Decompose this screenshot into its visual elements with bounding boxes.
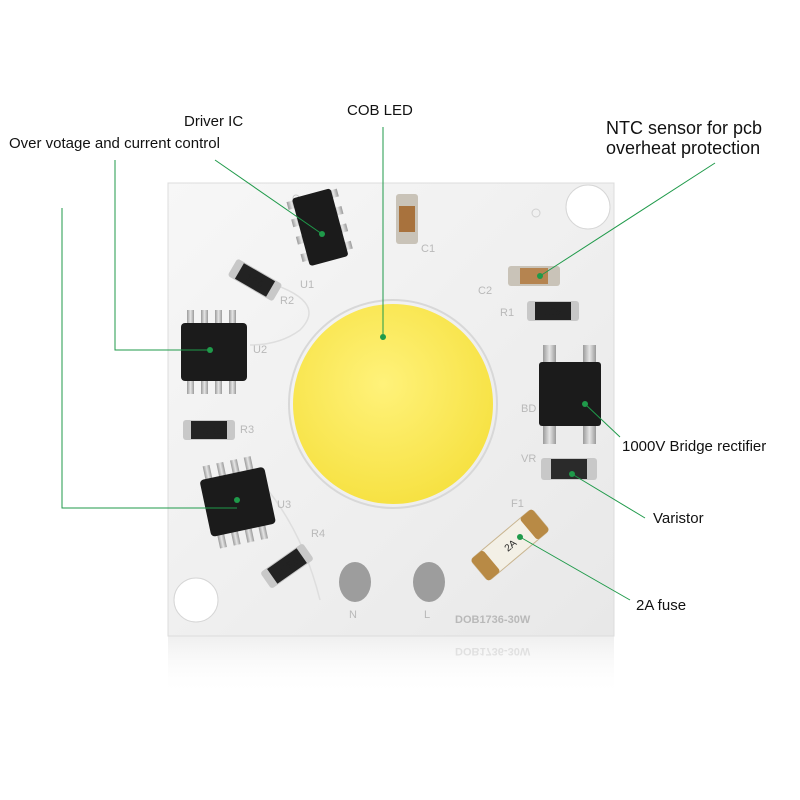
fuse-f1: 2A [471, 509, 549, 581]
silk-u1: U1 [300, 279, 314, 291]
silk-r2: R2 [280, 295, 294, 307]
label-bridge: 1000V Bridge rectifier [622, 438, 767, 455]
silk-r3: R3 [240, 424, 254, 436]
label-ntc-line1: NTC sensor for pcb [606, 118, 763, 138]
fiducial-dot-2 [531, 208, 541, 218]
leader-dots [207, 231, 588, 540]
led-ring [288, 299, 498, 509]
board-reflection [168, 636, 614, 696]
leader-bridge [584, 403, 621, 438]
silk-bd: BD [521, 403, 536, 415]
leader-driver-ic [214, 159, 323, 235]
silk-model-reflection: DOB1736-30W [455, 645, 531, 657]
silk-u3: U3 [277, 499, 291, 511]
leader-fuse [519, 536, 631, 601]
r3-code: 1OR0 [196, 426, 223, 437]
capacitor-c1 [396, 194, 418, 244]
leader-u3 [61, 208, 237, 509]
silkscreen-outline [249, 279, 310, 346]
resistor-r3: 1OR0 [183, 420, 235, 440]
varistor-vr [541, 458, 597, 480]
label-driver-ic: Driver IC [184, 113, 244, 130]
leader-u2 [114, 160, 210, 351]
label-varistor: Varistor [653, 510, 704, 527]
bridge-rectifier-bd [539, 345, 601, 444]
silk-model: DOB1736-30W [455, 614, 531, 626]
r1-code: 105 [545, 307, 562, 318]
silk-r4: R4 [311, 528, 325, 540]
leader-lines [61, 127, 716, 601]
silk-c2: C2 [478, 285, 492, 297]
mounting-hole-top-right [565, 184, 611, 230]
leader-ntc [539, 162, 716, 277]
resistor-r2: 1R0 [228, 259, 282, 301]
ntc-sensor-c2 [508, 266, 560, 286]
silk-n: N [349, 609, 357, 621]
silk-r1: R1 [500, 307, 514, 319]
label-cob-led: COB LED [347, 102, 413, 119]
ic-u2 [181, 310, 247, 394]
label-fuse: 2A fuse [636, 597, 687, 614]
mounting-hole-bottom-left [173, 577, 219, 623]
silk-u2: U2 [253, 344, 267, 356]
label-ntc-line2: overheat protection [606, 138, 761, 158]
cob-led-emitter [293, 304, 493, 504]
pad-n [339, 562, 371, 602]
resistor-r1: 105 [527, 301, 579, 321]
silk-f1: F1 [511, 498, 524, 510]
label-over-voltage: Over votage and current control [9, 135, 220, 152]
pad-l [413, 562, 445, 602]
ic-u1 [286, 188, 353, 266]
silk-vr: VR [521, 453, 536, 465]
silk-c1: C1 [421, 243, 435, 255]
silk-l: L [424, 609, 430, 621]
leader-varistor [571, 473, 646, 519]
